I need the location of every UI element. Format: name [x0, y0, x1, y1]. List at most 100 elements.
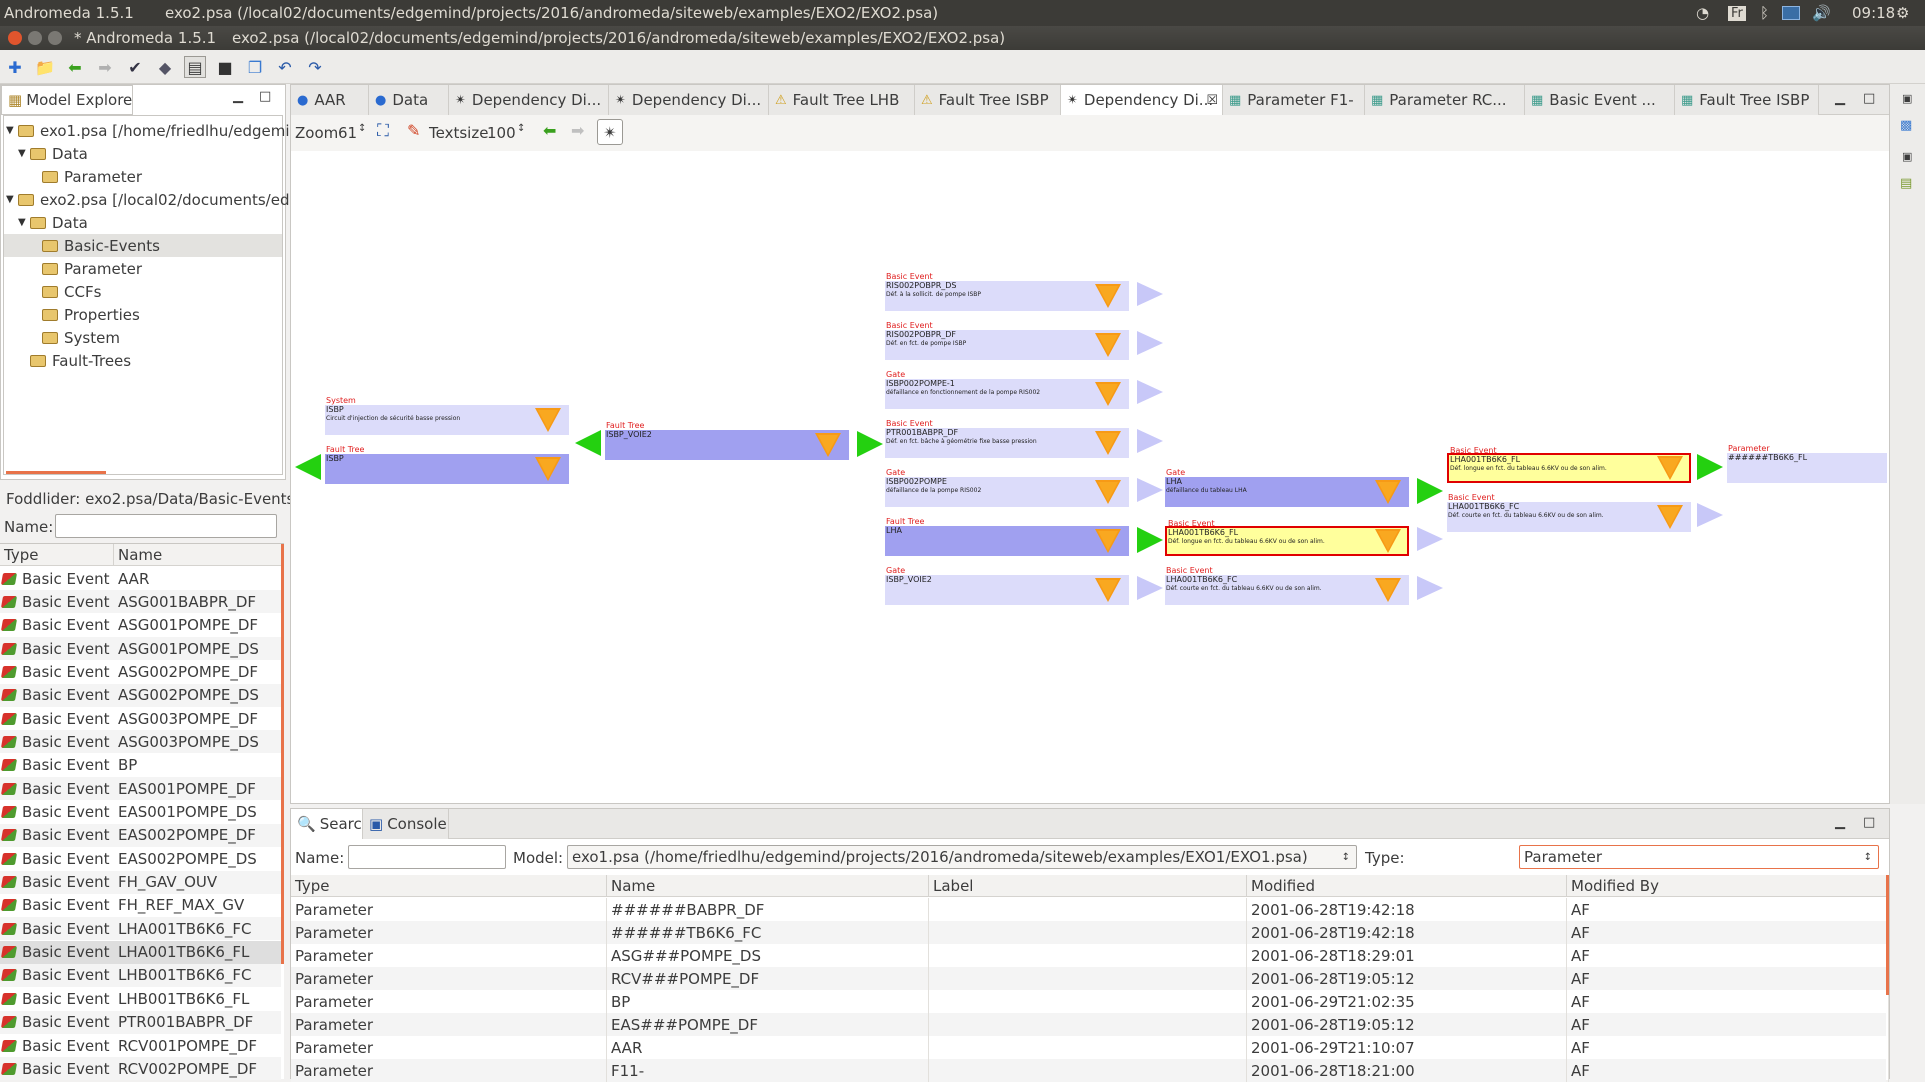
expand-right-arrow-icon[interactable]	[1697, 454, 1723, 480]
search-type-select[interactable]: Parameter ↕	[1519, 845, 1879, 869]
maximize-window-button[interactable]	[48, 31, 62, 45]
build-icon[interactable]: ◆	[158, 57, 172, 77]
tab-editor-4[interactable]: ⚠Fault Tree LHB	[769, 85, 915, 115]
tree-node-exo2-parameter[interactable]: Parameter	[42, 257, 142, 280]
expand-arrow-icon[interactable]: ▼	[18, 148, 26, 159]
fit-to-screen-icon[interactable]: ⛶	[377, 121, 389, 141]
collapsed-arrow-icon[interactable]	[1137, 331, 1163, 355]
new-icon[interactable]: ✚	[8, 57, 22, 77]
search-model-select[interactable]: exo1.psa (/home/friedlhu/edgemind/projec…	[567, 845, 1357, 869]
results-vertical-scrollbar[interactable]	[1886, 875, 1889, 995]
tree-node-basic-events[interactable]: Basic-Events	[4, 234, 282, 257]
textsize-spinner[interactable]: 100	[487, 124, 516, 142]
col-name[interactable]: Name	[114, 544, 284, 566]
expand-right-arrow-icon[interactable]	[1417, 478, 1443, 504]
tree-node-system[interactable]: System	[42, 326, 120, 349]
tree-node-exo1-data[interactable]: ▼Data	[18, 144, 88, 163]
diagram-node[interactable]: Parameter######TB6K6_FL	[1727, 445, 1887, 483]
results-col-type[interactable]: Type	[291, 875, 607, 897]
wifi-icon[interactable]: ◔	[1696, 4, 1710, 22]
diagram-back-icon[interactable]: ⬅	[543, 121, 557, 140]
collapsed-arrow-icon[interactable]	[1417, 527, 1443, 551]
terminal-icon[interactable]: ■	[217, 57, 233, 77]
copy-icon[interactable]: ❐	[247, 57, 263, 77]
results-col-name[interactable]: Name	[607, 875, 929, 897]
maximize-editor-icon[interactable]: □	[1863, 91, 1876, 106]
tab-editor-9[interactable]: ▦Basic Event ...	[1525, 85, 1675, 115]
tab-editor-2[interactable]: ✴Dependency Di...	[449, 85, 609, 115]
tab-editor-5[interactable]: ⚠Fault Tree ISBP	[915, 85, 1061, 115]
tab-editor-7[interactable]: ▦Parameter F1-	[1223, 85, 1365, 115]
tab-console[interactable]: ▣ Console	[363, 809, 449, 839]
expand-arrow-icon[interactable]: ▼	[6, 194, 14, 205]
mail-icon[interactable]	[1782, 6, 1800, 20]
tree-node-exo1-parameter[interactable]: Parameter	[42, 165, 142, 188]
power-gear-icon[interactable]: ⚙	[1896, 4, 1910, 22]
tab-editor-8[interactable]: ▦Parameter RC...	[1365, 85, 1525, 115]
clock[interactable]: 09:18	[1852, 4, 1896, 22]
properties-view-icon[interactable]: ▤	[1900, 176, 1913, 191]
textsize-spinner-arrows-icon[interactable]: ↕	[517, 123, 526, 134]
col-type[interactable]: Type	[0, 544, 114, 566]
keyboard-layout-indicator[interactable]: Fr	[1728, 5, 1746, 21]
minimize-window-button[interactable]	[28, 31, 42, 45]
maximize-panel-icon[interactable]: □	[259, 89, 272, 104]
results-col-modified[interactable]: Modified	[1247, 875, 1567, 897]
open-folder-icon[interactable]: 📁	[35, 57, 55, 77]
layout-icon[interactable]: ▤	[184, 56, 206, 78]
collapsed-arrow-icon[interactable]	[1137, 380, 1163, 404]
redo-icon[interactable]: ↷	[308, 57, 322, 77]
collapsed-arrow-icon[interactable]	[1137, 429, 1163, 453]
tree-node-exo2[interactable]: ▼exo2.psa [/local02/documents/edgem	[6, 190, 323, 209]
results-col-modified-by[interactable]: Modified By	[1567, 875, 1889, 897]
tree-node-exo1[interactable]: ▼exo1.psa [/home/friedlhu/edgemind	[6, 121, 309, 140]
layout-refresh-icon[interactable]: ✴	[597, 119, 623, 145]
collapsed-arrow-icon[interactable]	[1137, 478, 1163, 502]
tab-editor-0[interactable]: ●AAR	[291, 85, 369, 115]
collapsed-arrow-icon[interactable]	[1137, 576, 1163, 600]
minimize-editor-icon[interactable]: ▁	[1835, 91, 1845, 106]
tab-editor-10[interactable]: ▦Fault Tree ISBP	[1675, 85, 1819, 115]
zoom-spinner[interactable]: 61	[338, 124, 358, 142]
palette-icon[interactable]: ▩	[1900, 118, 1913, 133]
collapsed-arrow-icon[interactable]	[1137, 282, 1163, 306]
undo-icon[interactable]: ↶	[278, 57, 292, 77]
foddlider-name-input[interactable]	[55, 514, 277, 538]
horizontal-scrollbar[interactable]	[6, 471, 106, 474]
tree-node-ccfs[interactable]: CCFs	[42, 280, 101, 303]
minimize-panel-icon[interactable]: ▁	[233, 89, 243, 104]
